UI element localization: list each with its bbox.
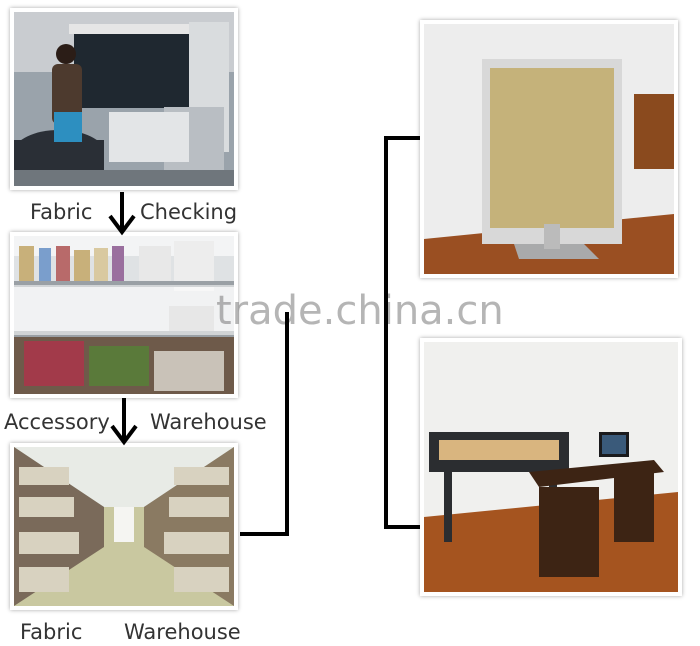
caption-accessory-left: Accessory xyxy=(4,410,110,434)
arrow-down-icon xyxy=(108,192,136,236)
connector-left-bracket xyxy=(384,525,420,529)
connector-right-bracket xyxy=(240,532,288,536)
caption-fabric-checking-right: Checking xyxy=(140,200,238,224)
caption-accessory-right: Warehouse xyxy=(150,410,267,434)
connector-left-bracket xyxy=(384,136,388,528)
connector-left-bracket xyxy=(384,136,420,140)
fabric-checking-photo xyxy=(10,8,238,190)
plotter-room-photo xyxy=(420,338,682,596)
watermark-band xyxy=(12,285,236,335)
caption-fabric-warehouse-right: Warehouse xyxy=(124,620,241,644)
caption-fabric-checking-left: Fabric xyxy=(30,200,93,224)
digitizer-board-photo xyxy=(420,20,678,278)
watermark: trade.china.cn xyxy=(216,288,504,334)
arrow-down-icon xyxy=(110,398,138,446)
connector-right-bracket xyxy=(285,312,289,536)
caption-fabric-warehouse-left: Fabric xyxy=(20,620,83,644)
fabric-warehouse-photo xyxy=(10,443,238,610)
